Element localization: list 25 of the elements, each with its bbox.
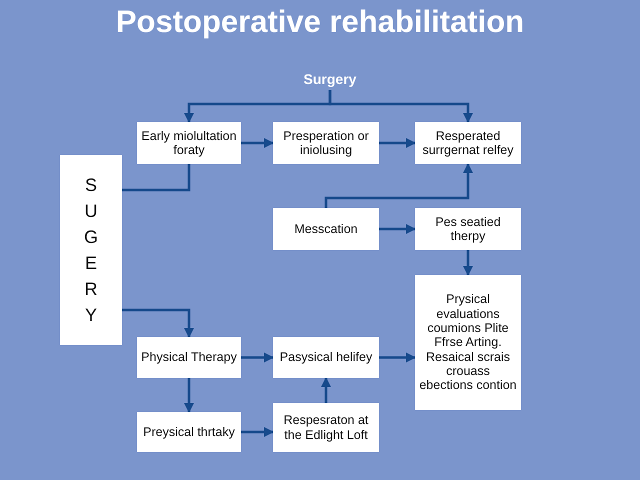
process-box: Presperation or iniolusing (273, 122, 379, 164)
arrow (328, 90, 473, 123)
title: Postoperative rehabilitation (114, 4, 526, 40)
process-box: Messcation (273, 208, 379, 250)
arrow (184, 378, 194, 413)
arrow (379, 224, 416, 234)
process-box: Resperated surrgernat relfey (415, 122, 521, 164)
process-box: Pasysical helifey (273, 337, 379, 378)
arrow (379, 352, 416, 362)
start-label: Surgery (290, 68, 370, 90)
process-box: Respesraton at the Edlight Loft (273, 403, 379, 452)
arrow (241, 427, 274, 437)
process-box: SUGERY (60, 155, 122, 345)
arrow (122, 308, 194, 338)
arrow (379, 138, 416, 148)
process-box: Preysical thrtaky (137, 412, 241, 452)
process-box: Early miolultation foraty (137, 122, 241, 164)
process-box: Physical Therapy (137, 337, 241, 378)
process-box: Pes seatied therpy (415, 208, 521, 250)
arrow (463, 250, 473, 276)
arrow (324, 163, 473, 208)
process-box: Prysical evaluations coumions Plite Ffrse Arting. Resaical scrais crouass ebections contion (415, 275, 521, 410)
arrow (321, 377, 331, 403)
arrow (241, 138, 274, 148)
arrow (241, 352, 274, 362)
